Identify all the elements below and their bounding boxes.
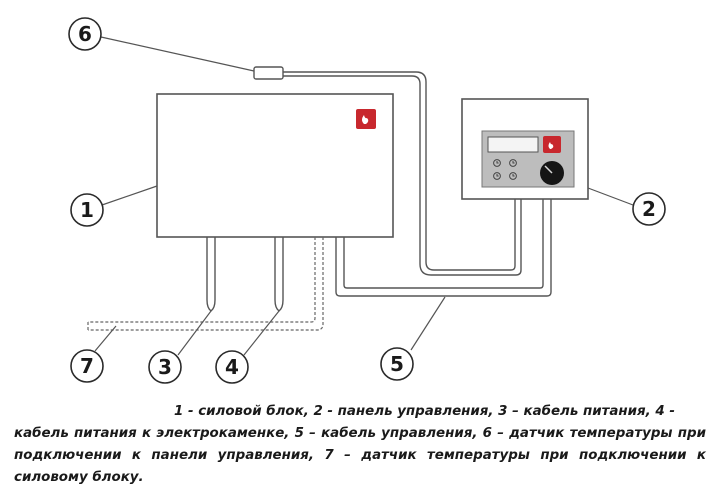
power-cable-3 — [206, 237, 216, 312]
sensor-6-cable — [283, 71, 522, 276]
legend-caption: 1 - силовой блок, 2 - панель управления,… — [14, 401, 706, 489]
control-panel-display — [487, 136, 539, 153]
svg-text:6: 6 — [78, 22, 92, 46]
callout-1: 1 — [70, 193, 104, 227]
control-cable-5 — [335, 199, 552, 297]
callout-7: 7 — [70, 349, 104, 383]
power-unit-logo-icon — [356, 109, 376, 129]
svg-text:1: 1 — [80, 198, 94, 222]
callout-3: 3 — [148, 350, 182, 384]
callout-6: 6 — [68, 17, 102, 51]
caption-line-2: кабель питания к электрокаменке, 5 – каб… — [14, 426, 706, 485]
sensor-6-probe — [253, 66, 284, 80]
svg-text:2: 2 — [642, 197, 656, 221]
power-cable-4 — [274, 237, 284, 312]
leader-lines — [94, 36, 634, 356]
sensor-7-cable — [87, 237, 324, 331]
caption-line-1: 1 - силовой блок, 2 - панель управления,… — [174, 404, 675, 419]
callout-4: 4 — [215, 350, 249, 384]
svg-text:7: 7 — [80, 354, 94, 378]
control-panel-logo-icon — [543, 136, 561, 153]
callout-5: 5 — [380, 347, 414, 381]
rotary-knob-icon — [540, 161, 564, 185]
clock-buttons-icon — [493, 159, 517, 180]
callout-2: 2 — [632, 192, 666, 226]
svg-text:4: 4 — [225, 355, 239, 379]
svg-text:5: 5 — [390, 352, 404, 376]
svg-text:3: 3 — [158, 355, 172, 379]
power-unit-box — [156, 93, 394, 238]
